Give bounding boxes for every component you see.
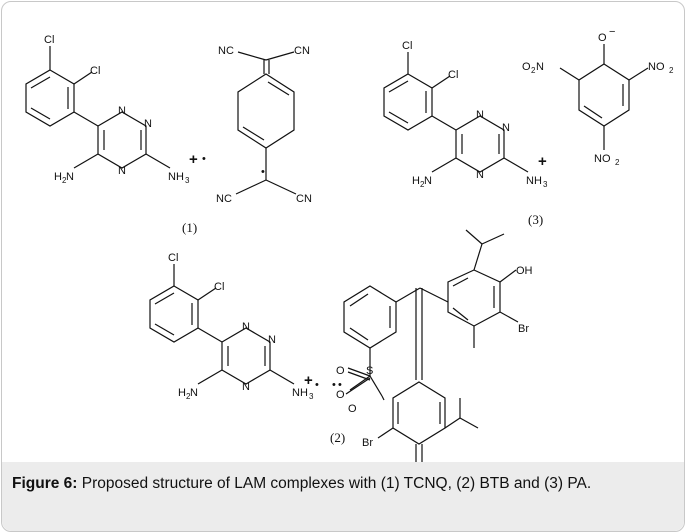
atom-nc: NC	[218, 45, 234, 57]
atom-s: S	[366, 365, 373, 377]
atom-cn: CN	[294, 45, 310, 57]
picrate-molecule	[559, 44, 649, 150]
atom-n: N	[144, 118, 152, 130]
atom-nh: NH	[292, 387, 308, 399]
atom-h: H	[178, 387, 186, 399]
subscript-3: 3	[543, 180, 548, 189]
subscript-2: 2	[615, 158, 620, 167]
atom-br: Br	[518, 323, 529, 335]
subscript-3: 3	[185, 176, 190, 185]
atom-no: NO	[648, 61, 665, 73]
atom-cn: CN	[296, 193, 312, 205]
atom-n: N	[66, 171, 74, 183]
charge-plus: +	[538, 153, 547, 170]
atom-cl: Cl	[448, 69, 458, 81]
lam-molecule-2	[149, 264, 295, 385]
chemical-structures-diagram: Cl Cl N N N H 2 N NH 3 + • (1) NC CN NC …	[25, 26, 674, 462]
atom-n: N	[502, 122, 510, 134]
figure-caption: Figure 6: Proposed structure of LAM comp…	[12, 474, 674, 493]
atom-nh: NH	[168, 171, 184, 183]
caption-text: Proposed structure of LAM complexes with…	[81, 475, 592, 492]
atom-n: N	[190, 387, 198, 399]
atom-o: O	[348, 403, 357, 415]
subscript-2: 2	[62, 176, 67, 185]
atom-n: N	[118, 105, 126, 117]
charge-minus: −	[609, 26, 615, 38]
caption-box: Figure 6: Proposed structure of LAM comp…	[2, 462, 684, 531]
atom-n: N	[268, 334, 276, 346]
atom-oh: OH	[516, 265, 533, 277]
radical-dot: •	[261, 166, 265, 178]
tcnq-molecule	[235, 51, 297, 195]
atom-cl: Cl	[44, 34, 54, 46]
lam-molecule-1	[25, 46, 171, 169]
radical-dot: •	[332, 379, 336, 391]
atom-n: N	[242, 321, 250, 333]
subscript-3: 3	[309, 392, 314, 401]
atom-o: O	[598, 32, 607, 44]
radical-dot: •	[202, 153, 206, 165]
radical-dot: •	[315, 379, 319, 391]
btb-molecule	[343, 229, 519, 462]
atom-n: N	[476, 169, 484, 181]
atom-h: H	[54, 171, 62, 183]
atom-cl: Cl	[90, 65, 100, 77]
atom-n: N	[476, 109, 484, 121]
charge-plus: +	[304, 372, 313, 389]
atom-n: N	[536, 61, 544, 73]
atom-o: O	[336, 389, 345, 401]
subscript-2: 2	[669, 66, 674, 75]
atom-o: O	[336, 365, 345, 377]
subscript-2: 2	[531, 66, 536, 75]
atom-nh: NH	[526, 175, 542, 187]
atom-cl: Cl	[214, 281, 224, 293]
atom-n: N	[118, 165, 126, 177]
atom-h: H	[412, 175, 420, 187]
atom-br: Br	[362, 437, 373, 449]
atom-cl: Cl	[402, 40, 412, 52]
radical-dot: •	[338, 379, 342, 391]
atom-no: NO	[594, 153, 611, 165]
atom-n: N	[242, 381, 250, 393]
atom-n: N	[424, 175, 432, 187]
compound-label-3: (3)	[528, 212, 543, 227]
compound-label-2: (2)	[330, 430, 345, 445]
lam-molecule-3	[383, 52, 529, 173]
subscript-2: 2	[186, 392, 191, 401]
atom-o: O	[522, 61, 531, 73]
subscript-2: 2	[420, 180, 425, 189]
compound-label-1: (1)	[182, 220, 197, 235]
atom-nc: NC	[216, 193, 232, 205]
charge-plus: +	[189, 151, 198, 168]
caption-label: Figure 6:	[12, 475, 78, 492]
atom-cl: Cl	[168, 252, 178, 264]
